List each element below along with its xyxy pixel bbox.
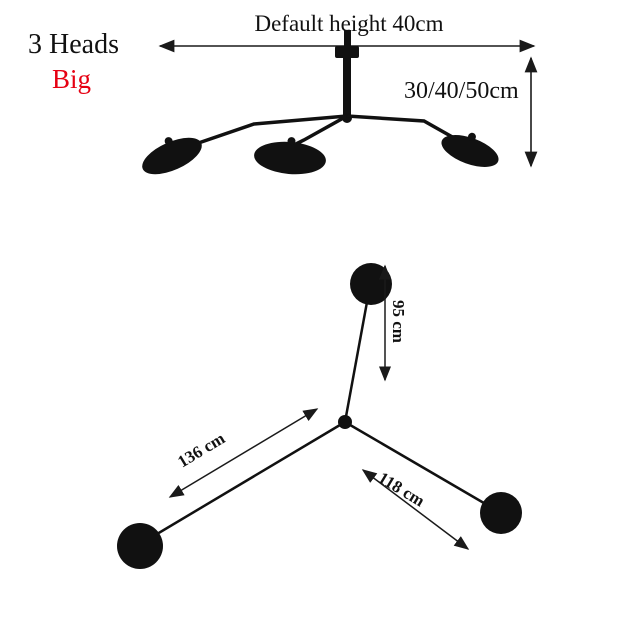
top-view-schematic: 95 cm 136 cm 118 cm — [117, 263, 522, 569]
product-title: 3 Heads — [28, 29, 119, 60]
dimension-label-top: 95 cm — [389, 300, 408, 343]
schematic-head-left-icon — [117, 523, 163, 569]
lamp-head-left-icon — [142, 137, 202, 175]
schematic-hub-icon — [338, 415, 352, 429]
rod-height-options-label: 30/40/50cm — [404, 78, 519, 104]
lamp-head-right-icon — [441, 132, 499, 167]
lamp-stem — [344, 30, 351, 47]
product-variant-label: Big — [52, 64, 92, 94]
lamp-canopy — [335, 46, 359, 58]
lamp-rod — [343, 58, 351, 116]
dimension-label-left: 136 cm — [174, 429, 228, 472]
schematic-arm-left — [151, 420, 346, 539]
schematic-head-right-icon — [480, 492, 522, 534]
schematic-arm-top — [343, 301, 369, 423]
dimension-arrow-left-icon — [168, 408, 319, 498]
default-height-label: Default height 40cm — [254, 11, 444, 36]
lamp-arm-left — [177, 114, 348, 152]
lamp-illustration-icon — [142, 30, 499, 175]
lamp-head-middle-icon — [254, 137, 326, 175]
dimension-label-right: 118 cm — [375, 468, 428, 510]
dimension-arrow-right-icon — [361, 469, 470, 550]
